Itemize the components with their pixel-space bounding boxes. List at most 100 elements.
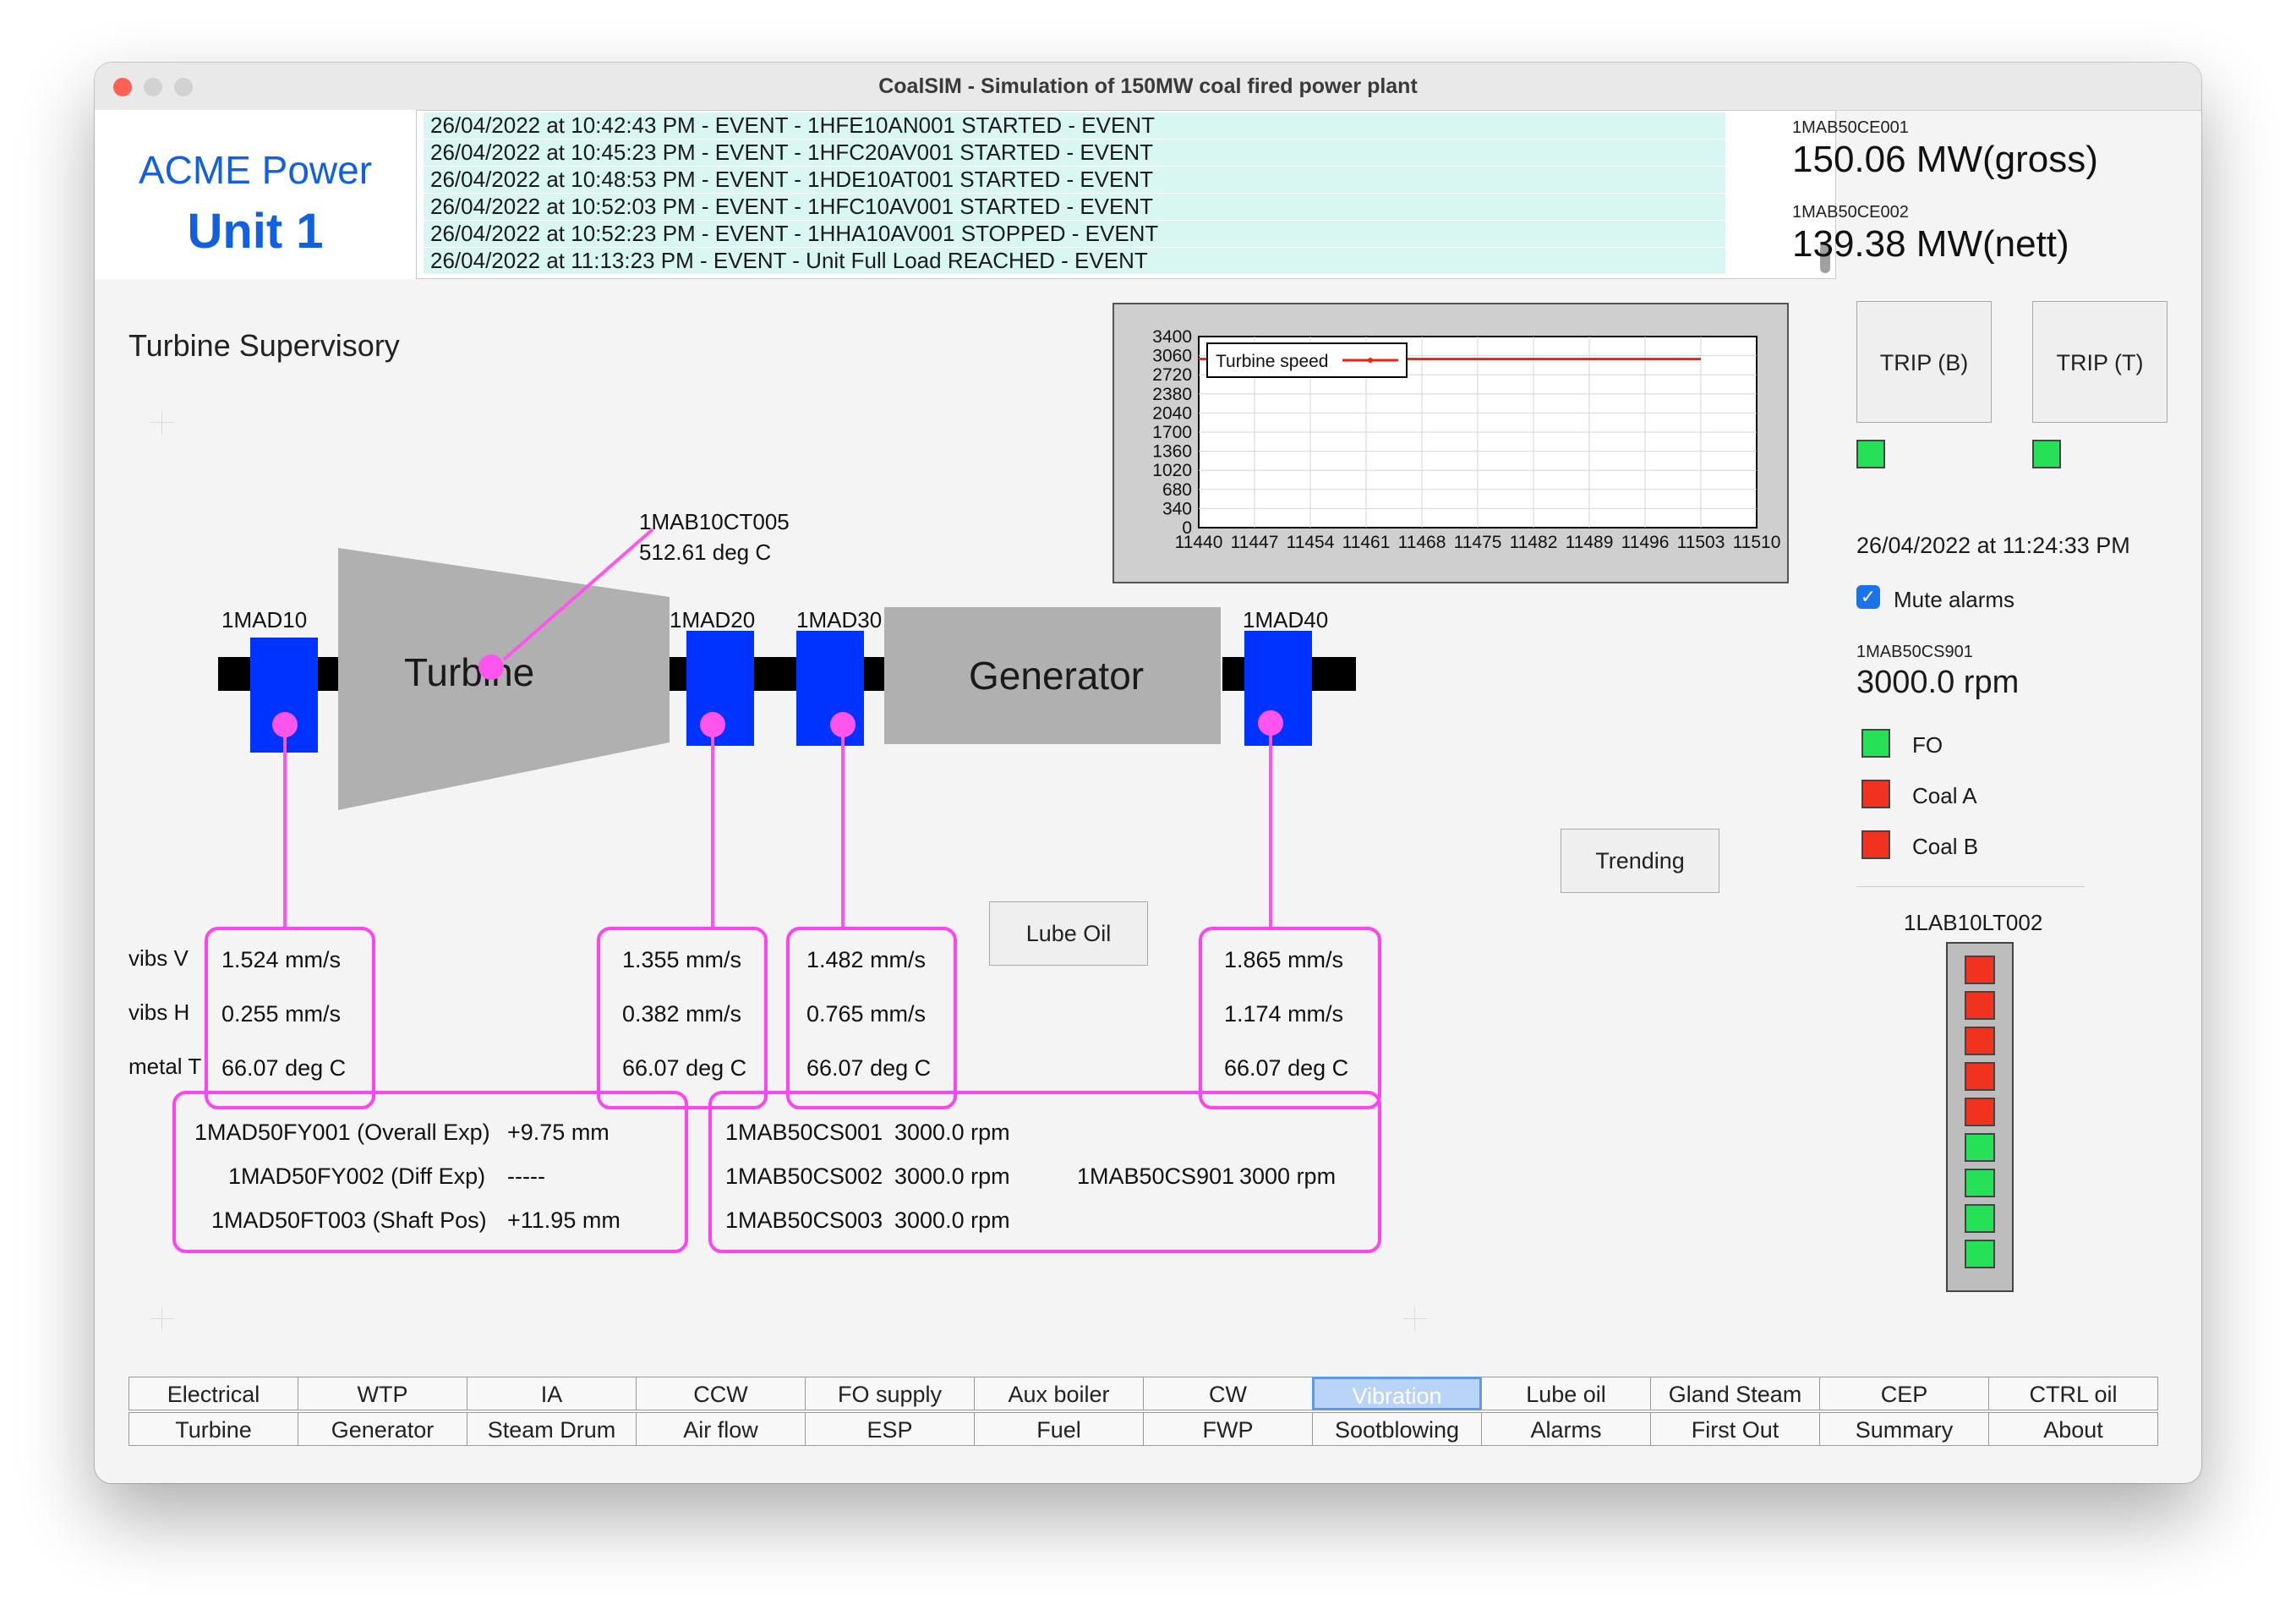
tab-air-flow[interactable]: Air flow: [636, 1412, 806, 1446]
vibs-h-label: vibs H: [128, 999, 190, 1025]
tab-about[interactable]: About: [1988, 1412, 2158, 1446]
gross-power-value: 150.06 MW(gross): [1792, 139, 2098, 180]
crosshair-marker-icon: [150, 1307, 174, 1331]
tab-gland-steam[interactable]: Gland Steam: [1650, 1377, 1820, 1410]
tab-alarms[interactable]: Alarms: [1481, 1412, 1651, 1446]
tab-cep[interactable]: CEP: [1819, 1377, 1989, 1410]
turbine-shape[interactable]: [338, 548, 671, 812]
tab-esp[interactable]: ESP: [805, 1412, 975, 1446]
trending-button[interactable]: Trending: [1561, 829, 1719, 893]
overall-exp-label: 1MAD50FY001 (Overall Exp): [194, 1120, 490, 1145]
vib-leader-line: [841, 731, 845, 928]
nett-power-value: 139.38 MW(nett): [1792, 223, 2069, 265]
shaft-pos-label: 1MAD50FT003 (Shaft Pos): [211, 1208, 487, 1233]
crosshair-marker-icon: [150, 411, 174, 435]
lube-oil-button[interactable]: Lube Oil: [989, 901, 1148, 966]
coal-b-status-lamp: [1861, 830, 1890, 859]
vib-box-1mad10: 1.524 mm/s 0.255 mm/s 66.07 deg C: [205, 927, 375, 1109]
tab-first-out[interactable]: First Out: [1650, 1412, 1820, 1446]
nett-power-tag: 1MAB50CE002: [1792, 203, 1909, 222]
level-lamp: [1965, 1133, 1995, 1162]
level-lamp: [1965, 1027, 1995, 1055]
y-tick-label: 3400: [1152, 327, 1192, 347]
x-tick-label: 11475: [1454, 533, 1502, 552]
tab-vibration[interactable]: Vibration: [1312, 1377, 1482, 1410]
tab-cw[interactable]: CW: [1143, 1377, 1313, 1410]
y-tick-label: 1020: [1152, 461, 1192, 480]
tab-fwp[interactable]: FWP: [1143, 1412, 1313, 1446]
level-lamp: [1965, 1062, 1995, 1091]
vib-h-value: 0.255 mm/s: [221, 1001, 342, 1027]
temp-sensor-dot: [478, 654, 504, 680]
event-log-row: 26/04/2022 at 10:52:23 PM - EVENT - 1HHA…: [424, 221, 1725, 247]
shaft-pos-value: +11.95 mm: [507, 1208, 620, 1233]
y-tick-label: 0: [1182, 518, 1192, 538]
bearing-label: 1MAD20: [670, 607, 756, 632]
zoom-window-button[interactable]: [174, 78, 193, 96]
y-tick-label: 2040: [1152, 403, 1192, 423]
tab-electrical[interactable]: Electrical: [128, 1377, 298, 1410]
tab-summary[interactable]: Summary: [1819, 1412, 1989, 1446]
speed-2-value: 3000.0 rpm: [894, 1164, 1010, 1189]
bearing-label: 1MAD30: [796, 607, 883, 632]
tab-wtp[interactable]: WTP: [298, 1377, 467, 1410]
speed-2-label: 1MAB50CS002: [725, 1164, 883, 1189]
status-divider: [1856, 886, 2085, 887]
trip-b-button[interactable]: TRIP (B): [1856, 301, 1992, 423]
brand-unit: Unit 1: [187, 204, 324, 259]
vib-v-value: 1.482 mm/s: [806, 947, 927, 972]
level-indicator: [1946, 942, 2014, 1292]
tab-ia[interactable]: IA: [467, 1377, 637, 1410]
coal-b-label: Coal B: [1912, 834, 1979, 859]
diff-exp-value: -----: [507, 1164, 545, 1189]
legend-label: Turbine speed: [1216, 352, 1328, 371]
level-tag: 1LAB10LT002: [1904, 910, 2043, 935]
event-log-row: 26/04/2022 at 10:45:23 PM - EVENT - 1HFC…: [424, 140, 1725, 166]
y-tick-label: 1360: [1152, 442, 1192, 462]
coal-a-label: Coal A: [1912, 783, 1977, 808]
tab-aux-boiler[interactable]: Aux boiler: [974, 1377, 1144, 1410]
turbine-label: Turbine: [404, 650, 535, 694]
minimize-window-button[interactable]: [144, 78, 162, 96]
speeds-box: 1MAB50CS001 3000.0 rpm 1MAB50CS002 3000.…: [708, 1091, 1381, 1253]
vib-leader-line: [283, 731, 287, 928]
temp-leader-line: [502, 528, 654, 661]
x-tick-label: 11510: [1733, 533, 1781, 552]
mute-alarms-checkbox[interactable]: ✓: [1856, 585, 1880, 609]
generator-shape[interactable]: [884, 607, 1221, 744]
y-tick-label: 680: [1162, 480, 1192, 500]
speed-3-label: 1MAB50CS003: [725, 1208, 883, 1233]
tab-fo-supply[interactable]: FO supply: [805, 1377, 975, 1410]
tab-turbine[interactable]: Turbine: [128, 1412, 298, 1446]
expansion-box: 1MAD50FY001 (Overall Exp) +9.75 mm 1MAD5…: [172, 1091, 688, 1253]
turbine-temp-tag: 1MAB10CT005: [639, 509, 790, 534]
speed-1-value: 3000.0 rpm: [894, 1120, 1010, 1145]
trend-chart-svg: 3400306027202380204017001360102068034001…: [1152, 327, 1781, 552]
x-tick-label: 11482: [1510, 533, 1558, 552]
tab-ccw[interactable]: CCW: [636, 1377, 806, 1410]
tab-sootblowing[interactable]: Sootblowing: [1312, 1412, 1482, 1446]
tab-steam-drum[interactable]: Steam Drum: [467, 1412, 637, 1446]
metal-t-value: 66.07 deg C: [221, 1055, 347, 1081]
shaft-segment: [316, 657, 342, 691]
speed-901-label: 1MAB50CS901: [1077, 1164, 1235, 1189]
event-log-scroll-thumb[interactable]: [1820, 243, 1830, 273]
event-log[interactable]: 26/04/2022 at 10:42:43 PM - EVENT - 1HFE…: [416, 110, 1836, 279]
event-log-row: 26/04/2022 at 10:42:43 PM - EVENT - 1HFE…: [424, 112, 1725, 139]
speed-value: 3000.0 rpm: [1856, 665, 2020, 700]
tab-ctrl-oil[interactable]: CTRL oil: [1988, 1377, 2158, 1410]
tab-generator[interactable]: Generator: [298, 1412, 467, 1446]
level-lamp: [1965, 1204, 1995, 1233]
event-log-row: 26/04/2022 at 11:13:23 PM - EVENT - Unit…: [424, 248, 1725, 274]
tab-fuel[interactable]: Fuel: [974, 1412, 1144, 1446]
level-lamp: [1965, 1169, 1995, 1197]
vib-box-1mad30: 1.482 mm/s 0.765 mm/s 66.07 deg C: [786, 927, 957, 1109]
trip-t-button[interactable]: TRIP (T): [2032, 301, 2168, 423]
metal-t-label: metal T: [128, 1054, 202, 1079]
close-window-button[interactable]: [113, 78, 132, 96]
tab-lube-oil[interactable]: Lube oil: [1481, 1377, 1651, 1410]
turbine-temp-value: 512.61 deg C: [639, 539, 772, 565]
x-tick-label: 11489: [1566, 533, 1614, 552]
speed-1-label: 1MAB50CS001: [725, 1120, 883, 1145]
vib-h-value: 1.174 mm/s: [1224, 1001, 1344, 1027]
